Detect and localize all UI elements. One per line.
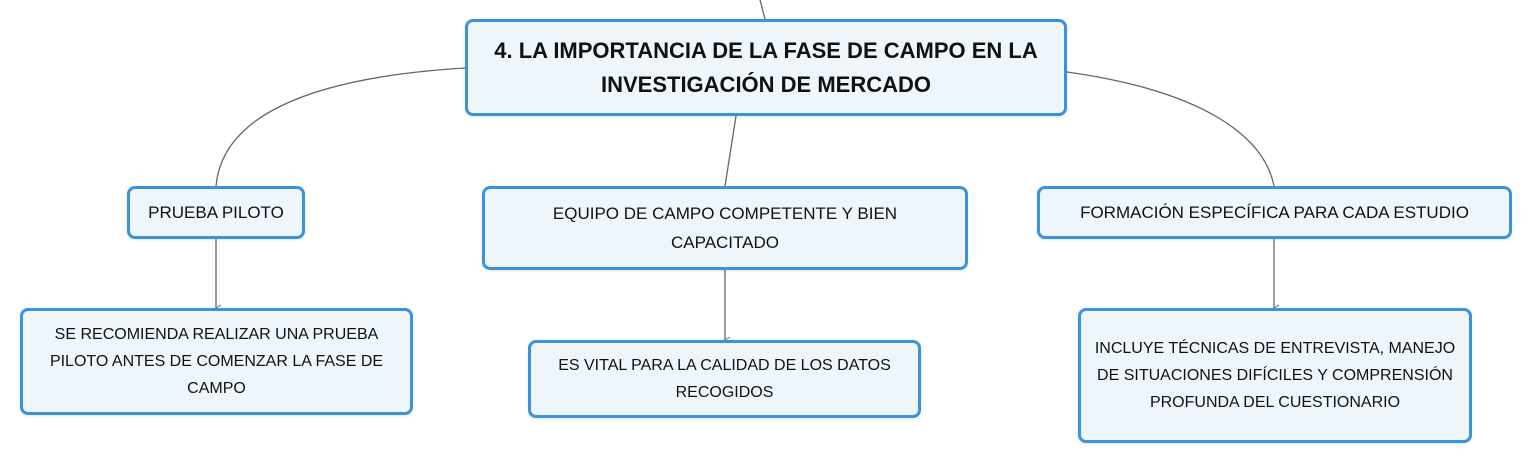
connector-parent-to-root — [759, 0, 766, 20]
subtopic-text: INCLUYE TÉCNICAS DE ENTREVISTA, MANEJO D… — [1094, 340, 1456, 411]
root-topic-title: 4. LA IMPORTANCIA DE LA FASE DE CAMPO EN… — [494, 37, 1038, 97]
connector-root-to-formacion — [1066, 71, 1275, 187]
connector-root-to-prueba-piloto — [215, 67, 466, 187]
connector-root-to-equipo-campo — [724, 115, 737, 187]
topic-prueba-piloto[interactable]: PRUEBA PILOTO — [127, 186, 305, 239]
subtopic-equipo-campo-detail[interactable]: ES VITAL PARA LA CALIDAD DE LOS DATOS RE… — [528, 340, 921, 418]
topic-label: PRUEBA PILOTO — [148, 203, 284, 222]
topic-label: FORMACIÓN ESPECÍFICA PARA CADA ESTUDIO — [1080, 203, 1469, 222]
subtopic-formacion-detail[interactable]: INCLUYE TÉCNICAS DE ENTREVISTA, MANEJO D… — [1078, 308, 1472, 443]
topic-label: EQUIPO DE CAMPO COMPETENTE Y BIEN CAPACI… — [552, 204, 898, 252]
subtopic-text: ES VITAL PARA LA CALIDAD DE LOS DATOS RE… — [558, 357, 891, 401]
root-topic-node[interactable]: 4. LA IMPORTANCIA DE LA FASE DE CAMPO EN… — [465, 19, 1067, 116]
subtopic-text: SE RECOMIENDA REALIZAR UNA PRUEBA PILOTO… — [49, 326, 384, 397]
subtopic-prueba-piloto-detail[interactable]: SE RECOMIENDA REALIZAR UNA PRUEBA PILOTO… — [20, 308, 413, 415]
topic-equipo-de-campo[interactable]: EQUIPO DE CAMPO COMPETENTE Y BIEN CAPACI… — [482, 186, 968, 270]
topic-formacion-especifica[interactable]: FORMACIÓN ESPECÍFICA PARA CADA ESTUDIO — [1037, 186, 1512, 239]
